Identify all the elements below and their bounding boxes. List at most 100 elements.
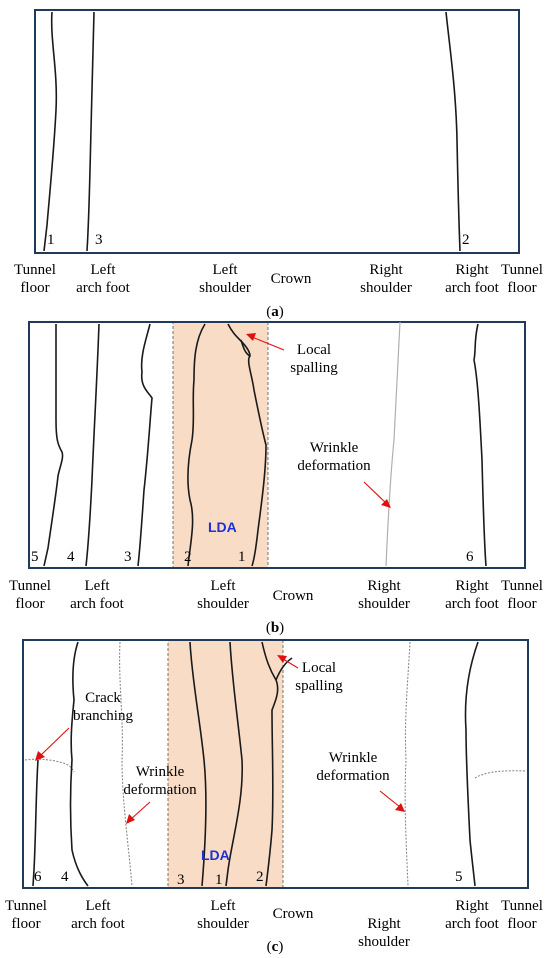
panel-c-wrinkle-left (119, 641, 133, 887)
panel-a-position-labels: Tunnel floor Left arch foot Left shoulde… (14, 262, 543, 296)
position-label: shoulder (197, 596, 249, 612)
annotation-label: deformation (297, 458, 371, 474)
panel-c-lda-label: LDA (201, 847, 230, 863)
annotation-label: Wrinkle (310, 440, 359, 456)
position-label: Tunnel (501, 898, 543, 914)
panel-b-number: 5 (31, 549, 39, 565)
panel-b-number: 6 (466, 549, 474, 565)
annotation-label: deformation (316, 768, 390, 784)
branching-arrowhead (35, 751, 45, 761)
position-label: Crown (271, 271, 312, 287)
panel-b-lda-zone (172, 321, 269, 569)
annotation-label: Local (297, 342, 331, 358)
position-label: Tunnel (501, 262, 543, 278)
panel-b-wrinkle-line (385, 321, 401, 567)
panel-c-crack-3 (189, 641, 207, 887)
position-label: floor (20, 280, 49, 296)
panel-a-crack-1 (43, 11, 58, 252)
position-label: floor (11, 916, 40, 932)
wrinkle-arrow (363, 481, 387, 504)
panel-a: 1 3 2 Tunnel floor Left arch foot Left s… (14, 9, 543, 320)
position-label: shoulder (199, 280, 251, 296)
panel-b-number: 2 (184, 549, 192, 565)
wrinkle-arrowhead (395, 803, 405, 812)
panel-c-caption: (c) (267, 939, 284, 955)
position-label: Right (367, 916, 401, 932)
spalling-arrowhead (246, 333, 256, 341)
panel-c-number: 2 (256, 869, 264, 885)
position-label: Left (91, 262, 117, 278)
panel-c-spalling-edge (275, 657, 293, 681)
position-label: Right (367, 578, 401, 594)
panel-a-frame (34, 9, 520, 254)
position-label: Right (455, 898, 489, 914)
panel-c-number: 4 (61, 869, 69, 885)
panel-c-crack-2 (261, 641, 279, 887)
panel-b-spalling-edge (240, 339, 251, 357)
position-label: Crown (273, 588, 314, 604)
position-label: Left (86, 898, 112, 914)
panel-b-number: 3 (124, 549, 132, 565)
position-label: Tunnel (9, 578, 51, 594)
panel-b-crack-2 (187, 323, 206, 567)
branching-arrow (39, 727, 70, 757)
position-label: arch foot (445, 280, 500, 296)
position-label: Tunnel (5, 898, 47, 914)
position-label: arch foot (445, 596, 500, 612)
position-label: arch foot (445, 916, 500, 932)
spalling-arrow (251, 336, 285, 351)
panel-b: LDA 5 4 3 2 1 6 Local spalling Wrinkle d… (9, 321, 543, 636)
panel-c-crack-4 (69, 641, 89, 887)
position-label: arch foot (71, 916, 126, 932)
panel-b-position-labels: Tunnel floor Left arch foot Left shoulde… (9, 578, 543, 612)
panel-a-number: 1 (47, 232, 55, 248)
spalling-arrow (282, 658, 299, 669)
wrinkle-arrow (130, 801, 151, 820)
panel-b-crack-1 (227, 323, 267, 567)
wrinkle-arrowhead (126, 814, 135, 824)
position-label: shoulder (360, 280, 412, 296)
panel-b-caption: (b) (266, 620, 284, 636)
annotation-label: Wrinkle (136, 764, 185, 780)
position-label: floor (15, 596, 44, 612)
panel-c-number: 3 (177, 872, 185, 888)
panel-c-frame (22, 639, 529, 889)
position-label: floor (507, 596, 536, 612)
annotation-label: spalling (290, 360, 338, 376)
panel-b-number: 4 (67, 549, 75, 565)
position-label: shoulder (358, 934, 410, 950)
spalling-arrowhead (277, 655, 287, 663)
position-label: Right (455, 262, 489, 278)
panel-b-crack-6 (473, 323, 487, 567)
annotation-label: spalling (295, 678, 343, 694)
panel-b-crack-3 (137, 323, 153, 567)
position-label: shoulder (358, 596, 410, 612)
panel-a-caption: (a) (266, 304, 284, 320)
panel-c-number: 1 (215, 872, 223, 888)
position-label: floor (507, 280, 536, 296)
panel-b-lda-label: LDA (208, 519, 237, 535)
panel-b-crack-5 (43, 324, 64, 567)
position-label: Left (213, 262, 239, 278)
position-label: Tunnel (14, 262, 56, 278)
panel-b-number: 1 (238, 549, 246, 565)
annotation-label: Local (302, 660, 336, 676)
panel-a-crack-3 (86, 11, 95, 252)
panel-c-wrinkle-far-right (474, 770, 527, 779)
panel-c-branch-wrinkle (24, 758, 75, 773)
position-label: Right (455, 578, 489, 594)
panel-a-crack-2 (445, 11, 461, 252)
position-label: Left (85, 578, 111, 594)
panel-c-number: 6 (34, 869, 42, 885)
position-label: shoulder (197, 916, 249, 932)
position-label: Crown (273, 906, 314, 922)
position-label: arch foot (76, 280, 131, 296)
wrinkle-arrowhead (381, 499, 391, 508)
panel-c-crack-5 (464, 641, 479, 887)
panel-a-number: 3 (95, 232, 103, 248)
wrinkle-arrow (379, 790, 401, 808)
panel-c-number: 5 (455, 869, 463, 885)
annotation-label: branching (73, 708, 133, 724)
panel-c-position-labels: Tunnel floor Left arch foot Left shoulde… (5, 898, 543, 950)
